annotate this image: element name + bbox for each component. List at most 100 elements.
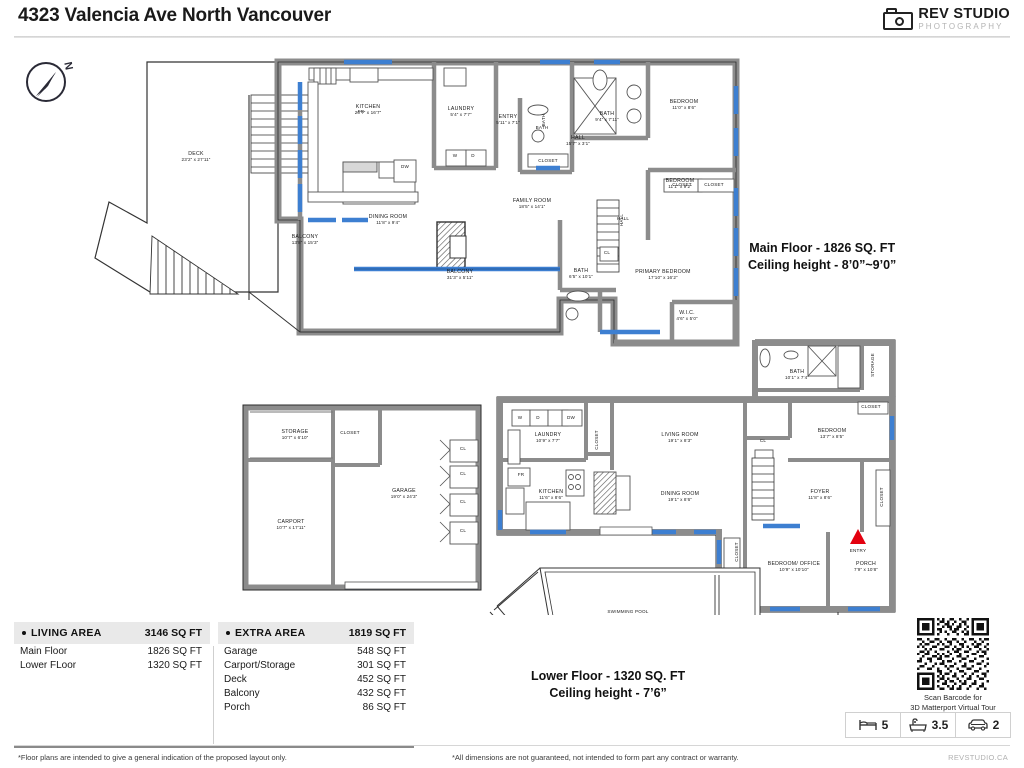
lower-floor-room-name: STORAGE: [281, 429, 308, 435]
main-floor-label-dw: DW: [401, 164, 410, 169]
qr-code-icon[interactable]: [917, 618, 989, 690]
main-floor-room-dim: 15’7” x 3’1”: [566, 141, 590, 146]
virtual-tour-block[interactable]: Scan Barcode for 3D Matterport Virtual T…: [905, 618, 1001, 713]
qr-caption-line2: 3D Matterport Virtual Tour: [910, 703, 996, 713]
area-row-label: Garage: [224, 645, 258, 657]
area-row-label: Main Floor: [20, 645, 68, 657]
main-floor-room-dim: 9’4” x 7’11”: [595, 117, 619, 122]
lower-floor-label-swimming-pool: SWIMMING POOL: [607, 609, 648, 614]
main-floor-room-dim: 5’11” x 7’1”: [496, 120, 520, 125]
area-row: Garage 548 SQ FT: [218, 644, 414, 658]
lower-floor-label-cl: CL: [460, 528, 467, 533]
main-floor-label-d: D: [471, 153, 475, 158]
main-floor-room-name: BALCONY: [292, 234, 319, 240]
lower-floor-label-closet: CLOSET: [340, 430, 360, 435]
lower-floor-caption: Lower Floor - 1320 SQ. FT Ceiling height…: [531, 668, 685, 702]
main-floor-room-name: BALCONY: [447, 269, 474, 275]
lower-floor-room-dim: 10’7” x 17’11”: [277, 525, 306, 530]
bathtub-icon: [908, 717, 927, 732]
living-area-title: LIVING AREA: [31, 627, 102, 639]
main-floor-label-hall: HALL: [617, 216, 630, 221]
extra-area-header: EXTRA AREA 1819 SQ FT: [218, 622, 414, 644]
main-floor-room-dim: 4’6” x 5’0”: [676, 316, 698, 321]
lower-floor-label-cl: CL: [460, 499, 467, 504]
main-floor-room-dim: 20’7” x 16’7”: [355, 110, 382, 115]
area-summary-tables: LIVING AREA 3146 SQ FT Main Floor 1826 SQ…: [14, 622, 414, 746]
area-row-label: Carport/Storage: [224, 659, 296, 671]
lower-floor-label-closet: CLOSET: [594, 430, 599, 450]
lower-floor-geometry: [242, 339, 896, 615]
parking-count: 2: [992, 718, 1000, 732]
property-feature-badges: 5 3.5 2: [845, 712, 1011, 738]
main-floor-room-name: W.I.C.: [679, 310, 695, 316]
lower-floor-label-fr: FR: [518, 472, 525, 477]
lower-floor-room-dim: 10’7” x 6’10”: [282, 435, 309, 440]
bathroom-count: 3.5: [931, 718, 949, 732]
parking-count-badge: 2: [956, 713, 1010, 737]
area-row-value: 548 SQ FT: [357, 645, 406, 657]
area-row-label: Balcony: [224, 687, 260, 699]
area-row-value: 452 SQ FT: [357, 673, 406, 685]
area-row-value: 1320 SQ FT: [147, 659, 202, 671]
compass-rose-icon: N: [22, 52, 78, 108]
lower-floor-room-dim: 13’7” x 8’5”: [820, 434, 844, 439]
main-floor-label-hall-vertical: HALL: [619, 214, 624, 227]
area-row-value: 301 SQ FT: [357, 659, 406, 671]
lower-floor-room-name: BATH: [790, 369, 804, 375]
footer-website: REVSTUDIO.CA: [948, 753, 1008, 762]
area-row-value: 1826 SQ FT: [147, 645, 202, 657]
lower-floor-label-closet: CLOSET: [734, 542, 739, 562]
main-floor-ceiling-line: Ceiling height - 8’0”~9’0”: [748, 257, 897, 272]
main-floor-label-bath-vertical: BATH: [541, 114, 546, 127]
main-floor-room-name: DECK: [188, 151, 204, 157]
main-floor-room-dim: 11’1” x 9’2”: [668, 184, 692, 189]
lower-floor-area-line: Lower Floor - 1320 SQ. FT: [531, 669, 686, 683]
area-row: Carport/Storage 301 SQ FT: [218, 658, 414, 672]
main-floor-room-dim: 6’5” x 10’1”: [569, 274, 593, 279]
main-floor-room-name: BATH: [600, 111, 614, 117]
main-floor-label-cl: CL: [604, 250, 611, 255]
lower-floor-room-dim: 11’8” x 8’6”: [808, 495, 832, 500]
main-floor-room-dim: 13’8” x 15’3”: [292, 240, 319, 245]
lower-floor-room-name: BEDROOM/ OFFICE: [768, 561, 821, 567]
lower-floor-room-dim: 7’9” x 10’8”: [854, 567, 878, 572]
main-floor-room-name: BEDROOM: [670, 99, 699, 105]
bedroom-count-badge: 5: [846, 713, 901, 737]
lower-floor-label-storage: STORAGE: [870, 353, 875, 377]
main-floor-room-name: BATH: [574, 268, 588, 274]
lower-floor-label-dw: DW: [567, 415, 576, 420]
area-row-label: Porch: [224, 701, 251, 713]
header-divider: [14, 36, 1010, 38]
extra-area-title: EXTRA AREA: [235, 627, 306, 639]
area-row-value: 86 SQ FT: [362, 701, 406, 713]
main-floor-room-dim: 31’3” x 5’11”: [447, 275, 474, 280]
lower-floor-room-name: LIVING ROOM: [661, 432, 698, 438]
lower-floor-room-name: CARPORT: [277, 519, 305, 525]
extra-area-total: 1819 SQ FT: [348, 627, 406, 639]
lower-floor-room-name: PORCH: [856, 561, 876, 567]
main-floor-room-dim: 17’10” x 16’2”: [648, 275, 678, 280]
bedroom-count: 5: [881, 718, 889, 732]
page-title: 4323 Valencia Ave North Vancouver: [18, 5, 332, 26]
lower-floor-label-closet: CLOSET: [861, 404, 881, 409]
living-area-table: LIVING AREA 3146 SQ FT Main Floor 1826 SQ…: [14, 622, 210, 672]
lower-floor-label-cl: CL: [460, 471, 467, 476]
living-area-total: 3146 SQ FT: [144, 627, 202, 639]
bullet-icon: [22, 631, 26, 635]
main-floor-room-name: LAUNDRY: [448, 106, 475, 112]
camera-icon: [883, 8, 914, 30]
main-floor-room-dim: 23’2” x 27’11”: [182, 157, 211, 162]
main-floor-label-closet: CLOSET: [538, 158, 558, 163]
lower-floor-room-dim: 11’6” x 8’6”: [539, 495, 563, 500]
area-row: Porch 86 SQ FT: [218, 700, 414, 714]
table-divider: [213, 646, 214, 744]
main-floor-label-w: W: [453, 153, 458, 158]
area-row: Balcony 432 SQ FT: [218, 686, 414, 700]
area-row: Main Floor 1826 SQ FT: [14, 644, 210, 658]
area-row-value: 432 SQ FT: [357, 687, 406, 699]
lower-floor-label-w: W: [518, 415, 523, 420]
main-floor-label-closet: CLOSET: [704, 182, 724, 187]
